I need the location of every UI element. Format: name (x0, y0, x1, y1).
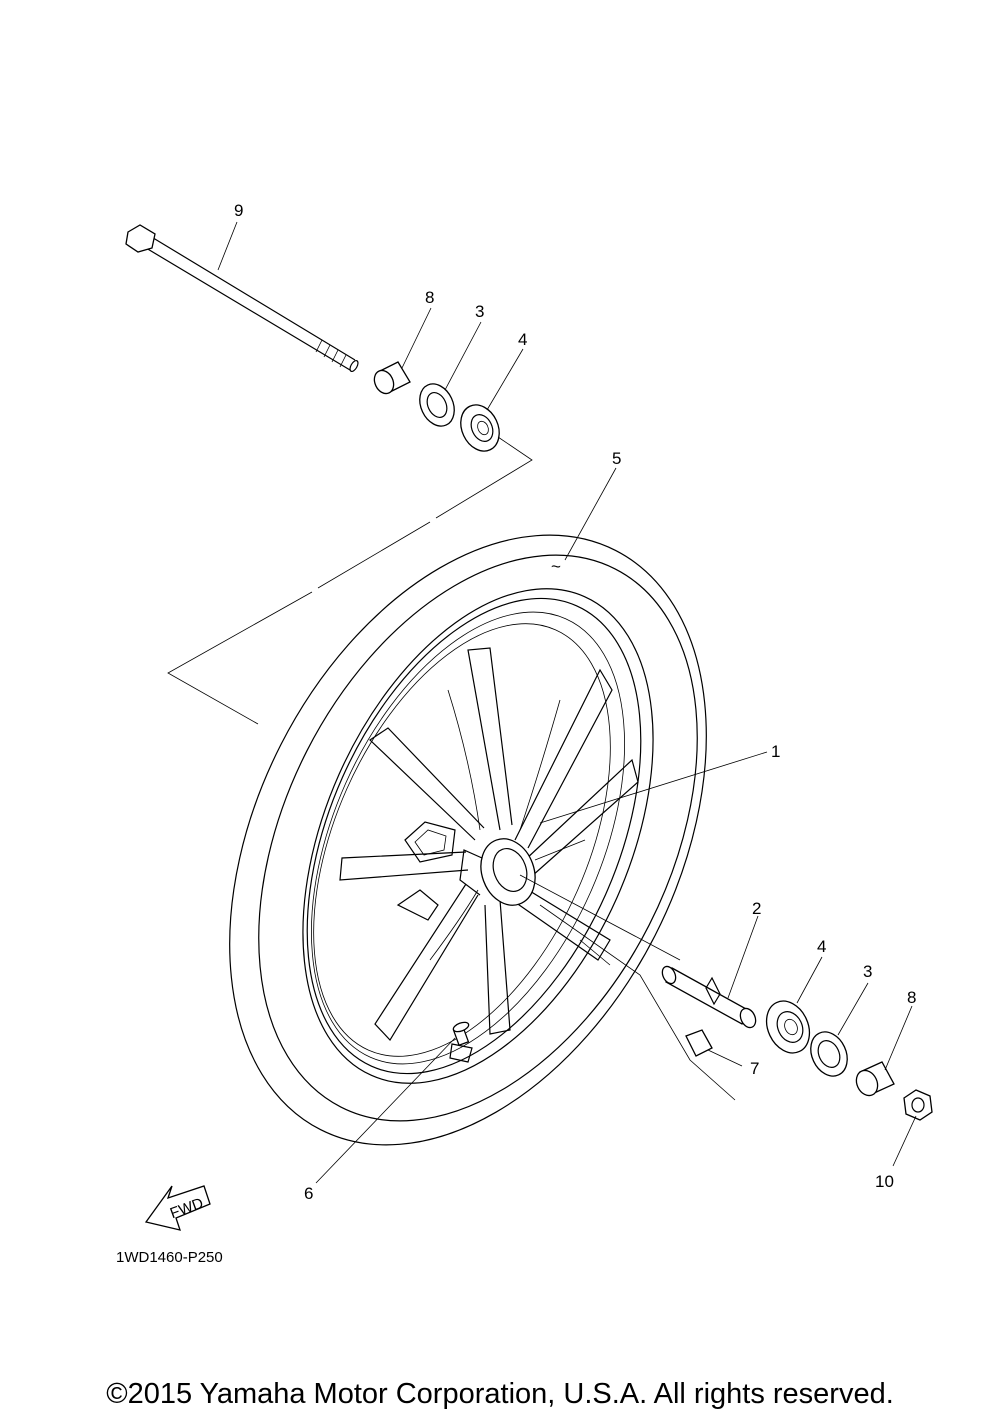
callout-7: 7 (750, 1059, 759, 1078)
callout-8-top: 8 (425, 288, 434, 307)
callout-4-top: 4 (518, 330, 527, 349)
callout-2: 2 (752, 899, 761, 918)
callout-6: 6 (304, 1184, 313, 1203)
callout-5: 5 (612, 449, 621, 468)
oil-seal-right (810, 1031, 848, 1077)
callout-8-bottom: 8 (907, 988, 916, 1007)
wheel-spokes (339, 647, 639, 1041)
axle-nut (903, 1089, 933, 1121)
callout-1: 1 (771, 742, 780, 761)
bearing-right (765, 1000, 811, 1054)
callout-4-bottom: 4 (817, 937, 826, 956)
diagram-code: 1WD1460-P250 (116, 1249, 223, 1266)
tire-valve (449, 1021, 473, 1063)
spacer (661, 965, 757, 1029)
callout-9: 9 (234, 201, 243, 220)
tire (229, 534, 707, 1146)
rotor-mount-boss (396, 821, 456, 921)
bearing-left (460, 404, 500, 452)
leader-lines (217, 221, 917, 1184)
wheel-rim (302, 588, 654, 1084)
callout-3-top: 3 (475, 302, 484, 321)
callout-10: 10 (875, 1172, 894, 1191)
axle-path-right (519, 874, 736, 1101)
wheel-hub (459, 838, 536, 906)
callout-3-bottom: 3 (863, 962, 872, 981)
axle-shaft (125, 224, 359, 373)
balance-weight (685, 1029, 713, 1057)
assembly-guide-left (167, 436, 533, 725)
callout-numbers: 9 8 3 4 5 ~ 1 2 4 3 8 7 10 6 (234, 201, 916, 1203)
collar-right (855, 1061, 895, 1097)
fwd-arrow-icon: FWD (144, 1185, 211, 1231)
copyright-notice: ©2015 Yamaha Motor Corporation, U.S.A. A… (106, 1378, 894, 1410)
oil-seal-left (419, 383, 455, 427)
tire-mark: ~ (551, 557, 561, 576)
collar-left (373, 361, 411, 395)
